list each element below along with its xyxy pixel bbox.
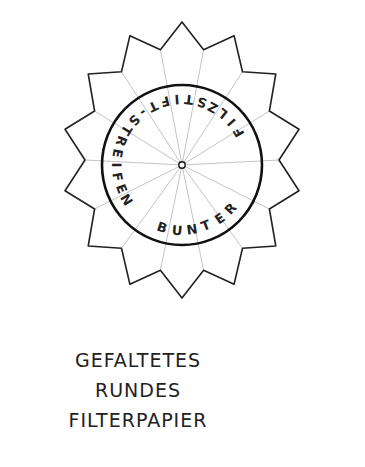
ring-letter: E xyxy=(109,145,125,159)
fold-line xyxy=(182,160,279,165)
ring-letter: I xyxy=(171,92,184,107)
marker-ring xyxy=(102,85,262,245)
folded-paper-outline xyxy=(65,22,299,298)
fold-line xyxy=(160,165,182,270)
ring-letter: B xyxy=(154,219,170,236)
fold-line xyxy=(85,160,182,165)
fold-line xyxy=(182,165,204,270)
ring-letter: N xyxy=(185,222,199,238)
ring-letter: U xyxy=(170,223,183,238)
caption: GEFALTETES RUNDES FILTERPAPIER xyxy=(48,345,228,435)
ring-letter: T xyxy=(183,92,197,107)
center-hole xyxy=(179,162,185,168)
fold-lines xyxy=(85,50,279,270)
ring-letter: T xyxy=(198,218,214,235)
fold-line xyxy=(182,165,243,248)
ring-letter: I xyxy=(109,159,123,171)
fold-line xyxy=(95,165,182,209)
